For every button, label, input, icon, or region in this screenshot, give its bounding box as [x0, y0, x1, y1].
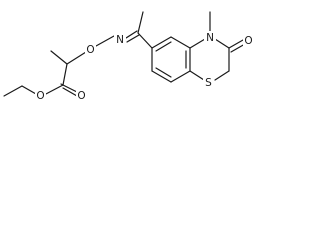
- bond-o-carbonyl: [43, 84, 64, 96]
- bond-o-n: [95, 35, 115, 47]
- bond-ring-inner-1: [155, 41, 172, 52]
- bond-ring-inner-3: [155, 67, 172, 78]
- atom-label-oxime-o: O: [85, 43, 96, 56]
- atom-label-ring-carbonyl-o: O: [243, 34, 254, 47]
- bond-ethyl-ch2-o: [21, 85, 37, 95]
- atom-label-ring-n: N: [204, 31, 216, 44]
- bond-ring-a: [151, 36, 172, 49]
- svg-text:O: O: [244, 35, 252, 47]
- bond-c4a-n: [189, 38, 206, 49]
- atom-label-ester-carbonyl-o: O: [76, 89, 87, 102]
- bond-ring-b: [170, 36, 191, 49]
- bond-n-c3: [214, 38, 230, 49]
- bond-ring-e: [151, 70, 172, 83]
- bond-c3-o-1: [228, 39, 244, 49]
- atom-label-oxime-n: N: [114, 33, 126, 46]
- bond-n-c-double-2: [126, 34, 140, 43]
- svg-text:N: N: [206, 32, 214, 44]
- atom-label-ester-ether-o: O: [35, 89, 46, 102]
- svg-text:O: O: [77, 90, 85, 102]
- bond-ring-d: [170, 70, 191, 83]
- bond-carbonyl-alpha: [62, 63, 68, 86]
- svg-text:O: O: [36, 90, 44, 102]
- svg-text:S: S: [205, 77, 212, 89]
- bond-carbonyl-o-double-2: [62, 87, 78, 97]
- bond-s-c8a: [189, 70, 205, 81]
- bond-imine-methyl: [137, 11, 144, 34]
- svg-text:O: O: [86, 44, 94, 56]
- bond-alpha-methyl: [50, 50, 68, 65]
- bond-c2-s: [214, 70, 230, 81]
- svg-text:N: N: [116, 34, 124, 46]
- bond-alpha-o: [66, 51, 87, 65]
- bond-imine-ring: [137, 32, 153, 49]
- bond-carbonyl-o-double-1: [60, 83, 78, 93]
- bond-ethyl-ch3-ch2: [3, 85, 23, 97]
- structure-diagram: O O O N N O S: [3, 11, 254, 102]
- atom-label-ring-s: S: [203, 76, 214, 89]
- bond-c3-o-2: [230, 43, 246, 53]
- bond-n-c-double-1: [125, 30, 138, 39]
